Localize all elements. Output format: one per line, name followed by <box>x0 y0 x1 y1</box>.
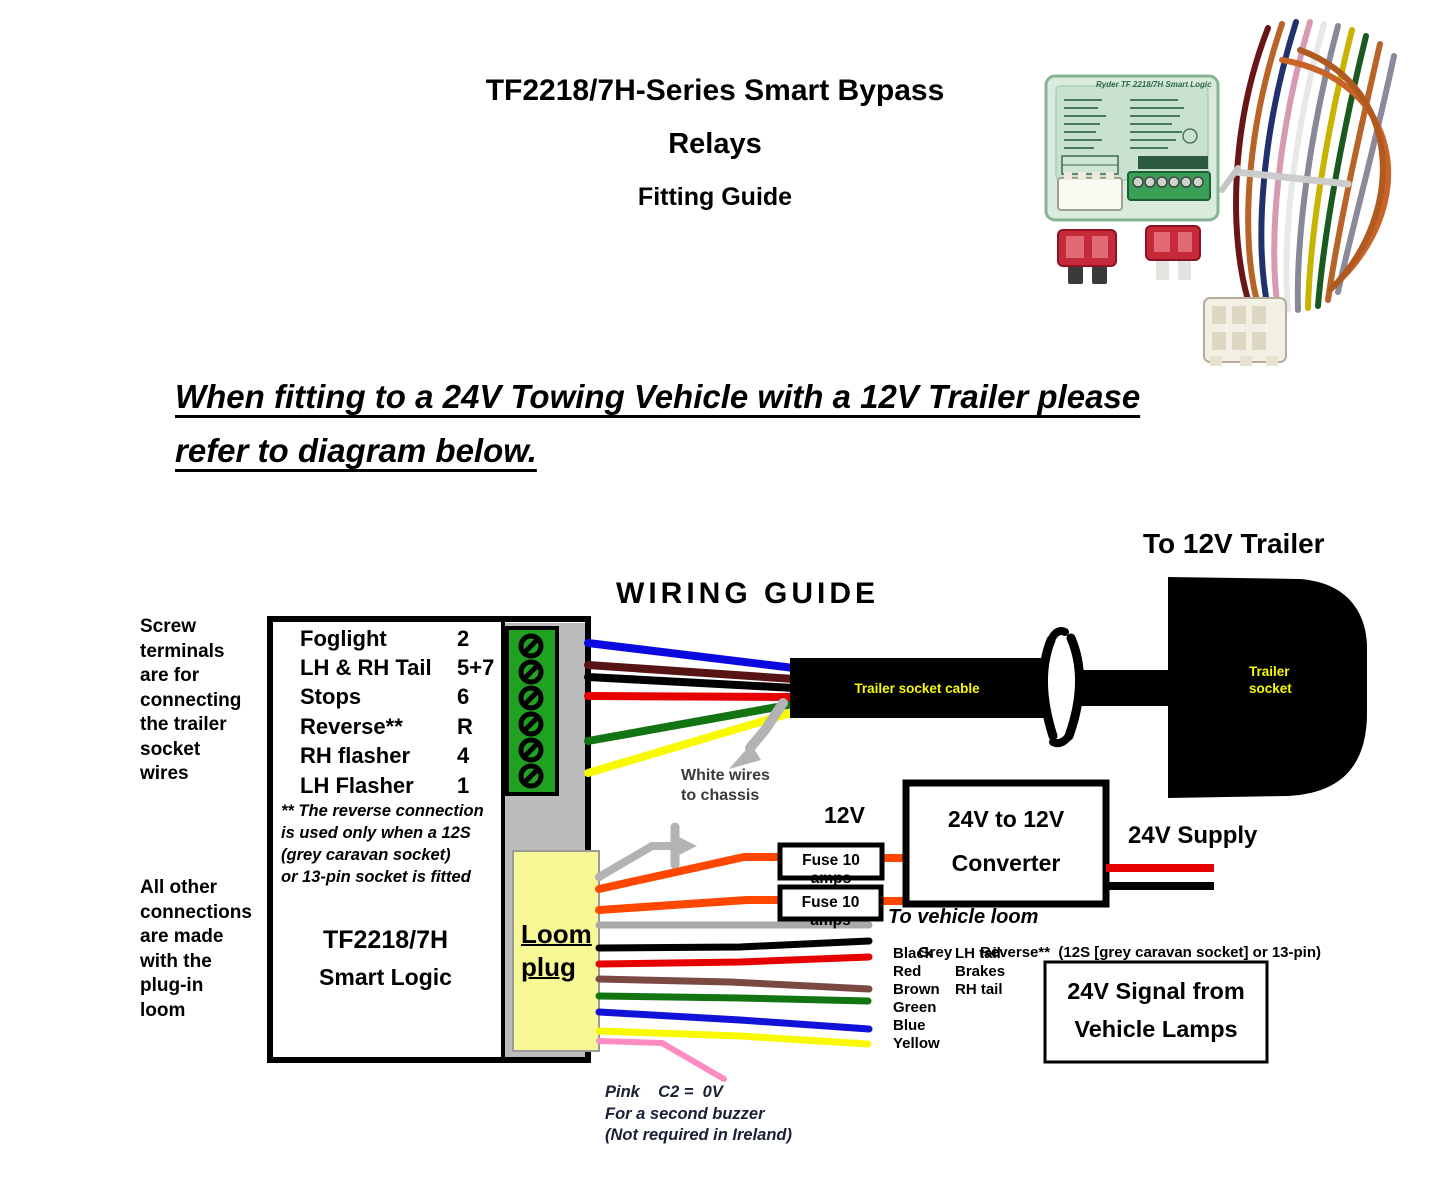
signal-box-shape <box>1043 960 1269 1064</box>
product-photo <box>1044 19 1397 366</box>
wire-red-loom <box>595 953 873 968</box>
loom-entry: Black LH tail <box>893 945 1321 963</box>
wire-maroon <box>584 661 798 683</box>
chassis-arrow <box>729 698 788 769</box>
wire-brown-loom <box>595 975 873 993</box>
loom-entry: Grey Reverse** (12S [grey caravan socket]… <box>893 927 1321 961</box>
terminal-pin: 2 <box>457 625 470 651</box>
converter-label: 24V to 12V Converter <box>947 806 1065 876</box>
wiring-guide-title: WIRING GUIDE <box>616 577 879 610</box>
trailer-cable-label: Trailer socket cable <box>854 681 980 696</box>
fitting-notice-line2: refer to diagram below. <box>175 432 537 469</box>
relay-terminal-list: Foglight 2 LH & RH Tail 5+7 Stops 6 Reve… <box>300 624 510 800</box>
loom-chassis-pin <box>595 822 697 881</box>
terminal-row: RH flasher 4 <box>300 742 510 771</box>
loom-wire-function: Reverse** (12S [grey caravan socket] or … <box>980 944 1322 961</box>
photo-relay-label: Ryder TF 2218/7H Smart Logic <box>1096 80 1212 89</box>
terminal-row: Stops 6 <box>300 683 510 712</box>
loom-wire-color: Brown <box>893 981 940 998</box>
terminal-name: Reverse** <box>300 713 403 739</box>
wire-blue-loom <box>595 1008 873 1033</box>
terminal-pin: R <box>457 713 473 739</box>
loom-connector-photo <box>1203 297 1287 366</box>
fuse-box-1 <box>777 842 885 881</box>
wire-pink-loom <box>596 1038 727 1082</box>
terminal-pin: 6 <box>457 684 470 710</box>
supply-24v-wires <box>1106 864 1214 890</box>
loom-entry: Red Brakes <box>893 963 1321 981</box>
chassis-note: White wires to chassis <box>681 767 770 804</box>
fuse-photo-1 <box>1057 229 1117 284</box>
label-12v: 12V <box>824 802 865 828</box>
screw-terminals-note: Screw terminals are for connecting the t… <box>140 616 242 784</box>
fuse-box-2 <box>777 884 884 922</box>
pink-wire-note: Pink C2 = 0V For a second buzzer (Not re… <box>605 1083 793 1144</box>
fitting-notice-line1: When fitting to a 24V Towing Vehicle wit… <box>175 378 1141 415</box>
plug-in-loom-note: All other connections are made with the … <box>140 877 252 1021</box>
terminal-name: RH flasher <box>300 743 411 769</box>
terminal-row: LH Flasher 1 <box>300 771 510 800</box>
loom-wire-color: Yellow <box>893 1035 940 1052</box>
wire-yellow <box>584 708 798 777</box>
terminal-name: Foglight <box>300 625 387 651</box>
vehicle-loom-heading: To vehicle loom <box>888 906 1039 928</box>
relay-unit-photo <box>1044 74 1220 222</box>
loom-plug-label: Loom plug <box>521 919 592 982</box>
loom-entry: Green <box>893 999 1321 1017</box>
fuse-label-2: Fuse 10 amps <box>801 894 860 929</box>
loom-wire-color: Red <box>893 963 922 980</box>
wire-yellow-loom <box>595 1027 872 1048</box>
wire-loom-photo <box>1219 19 1397 313</box>
terminal-row: LH & RH Tail 5+7 <box>300 653 510 682</box>
signal-box-label: 24V Signal from Vehicle Lamps <box>1067 978 1245 1042</box>
terminal-pin: 1 <box>457 772 470 798</box>
loom-wire-function: LH tail <box>955 945 1001 962</box>
vehicle-loom-wires <box>595 921 873 1082</box>
to-trailer-label: To 12V Trailer <box>1143 528 1325 559</box>
loom-wire-color: Green <box>893 999 937 1016</box>
wire-black-loom <box>595 937 873 952</box>
trailer-cable <box>790 627 1170 748</box>
loom-entry: Yellow <box>893 1035 1321 1053</box>
loom-entry: Blue <box>893 1017 1321 1035</box>
screw-terminal-block <box>505 626 559 796</box>
wire-blue <box>584 639 798 672</box>
page-title-line1: TF2218/7H-Series Smart Bypass <box>485 74 945 107</box>
terminal-pin: 5+7 <box>457 655 495 681</box>
wire-black <box>584 673 798 692</box>
fuse-label-1: Fuse 10 amps <box>802 852 860 887</box>
loom-wire-function: RH tail <box>955 981 1003 998</box>
loom-wire-color: Blue <box>893 1017 926 1034</box>
terminal-name: LH & RH Tail <box>300 655 432 681</box>
terminal-name: LH Flasher <box>300 772 414 798</box>
fuse-photo-2 <box>1145 225 1201 280</box>
relay-model: TF2218/7H <box>322 926 449 954</box>
relay-series: Smart Logic <box>319 964 452 990</box>
trailer-socket-label: Trailer socket <box>1249 664 1292 696</box>
wire-red <box>584 692 798 701</box>
label-24v-supply: 24V Supply <box>1128 822 1258 849</box>
reverse-connection-note: ** The reverse connection is used only w… <box>281 802 484 886</box>
vehicle-loom-list: Grey Reverse** (12S [grey caravan socket]… <box>893 927 1321 1053</box>
trailer-socket-wires <box>584 639 798 777</box>
trailer-socket-shape <box>1168 577 1367 798</box>
terminal-pin: 4 <box>457 743 470 769</box>
wire-green-loom <box>595 992 872 1005</box>
terminal-row: Reverse** R <box>300 712 510 741</box>
page-title-line3: Fitting Guide <box>637 183 793 211</box>
loom-wire-color: Grey <box>918 944 953 961</box>
loom-wire-color: Black <box>893 945 934 962</box>
wire-green <box>584 700 798 745</box>
loom-entry: Brown RH tail <box>893 981 1321 999</box>
terminal-row: Foglight 2 <box>300 624 510 653</box>
page-title-line2: Relays <box>668 128 762 160</box>
converter-box <box>902 779 1110 908</box>
loom-wire-function: Brakes <box>955 963 1006 980</box>
terminal-name: Stops <box>300 684 362 710</box>
